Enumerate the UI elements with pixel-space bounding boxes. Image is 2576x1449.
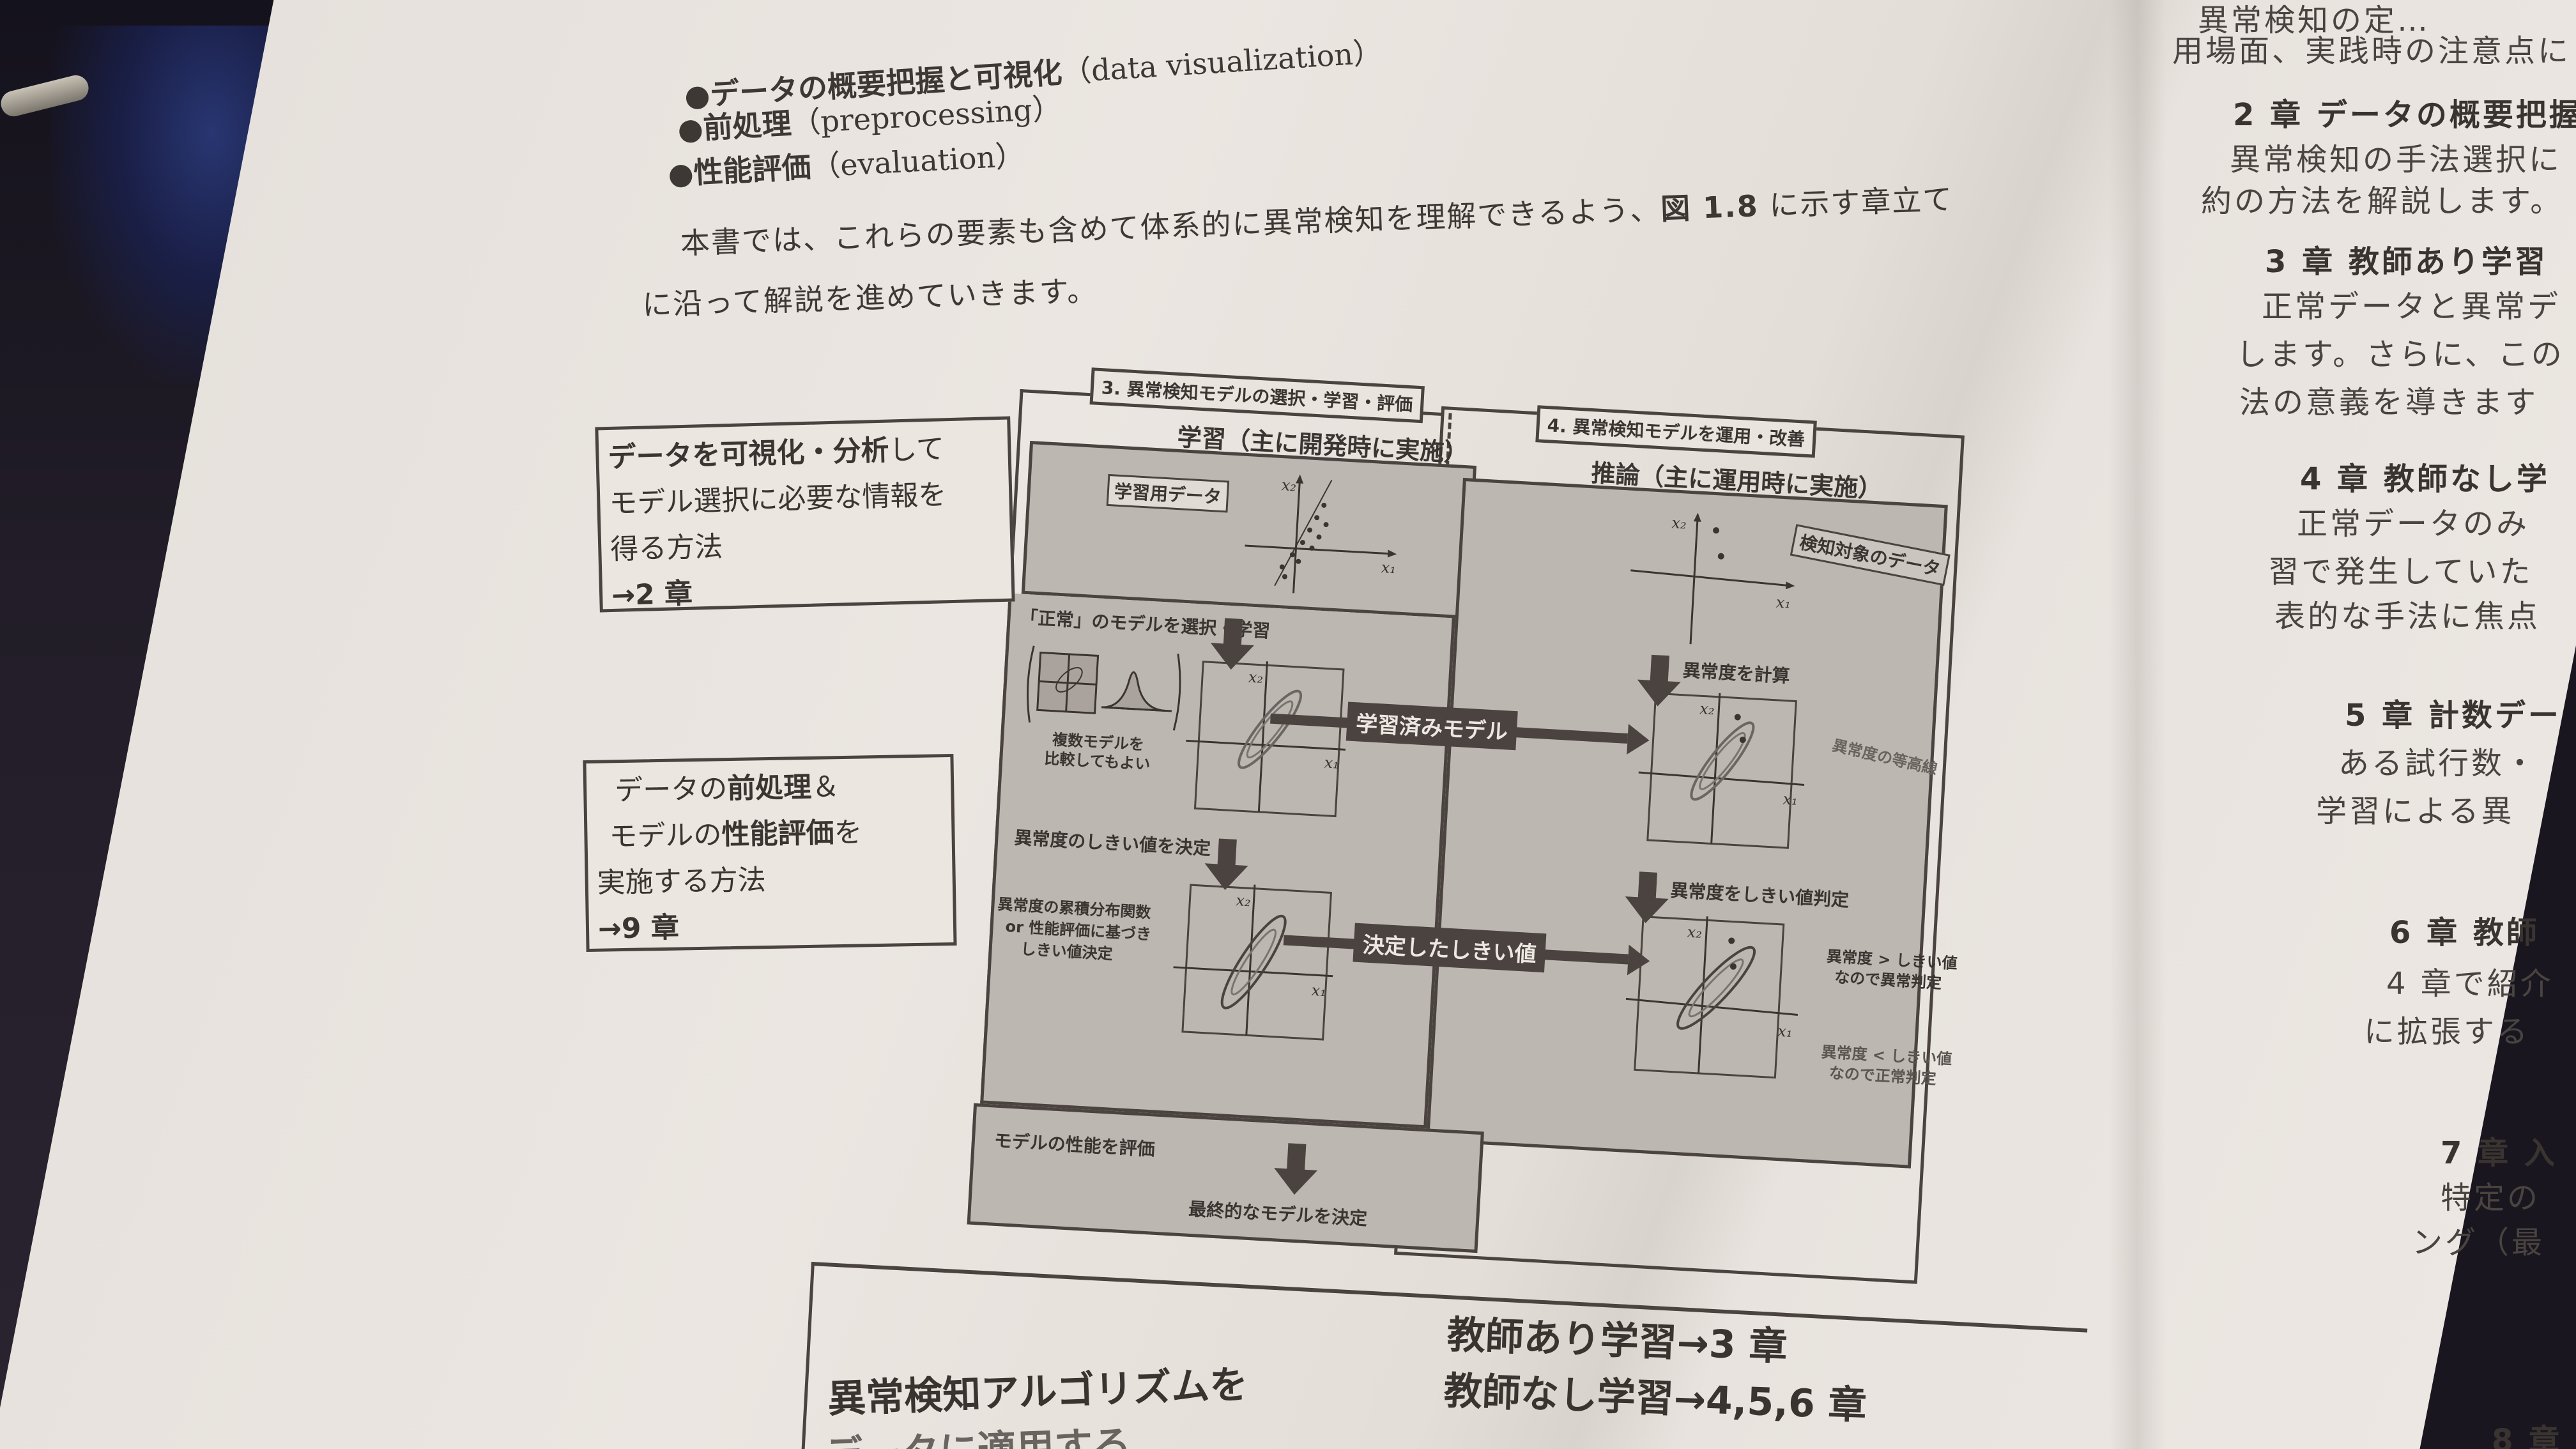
callout-bold-text: データを可視化・分析 bbox=[607, 434, 890, 475]
training-scatter-plot: x₂ x₁ bbox=[1245, 474, 1397, 594]
chapter-3-heading: 3 章 教師あり学習 bbox=[2265, 244, 2548, 280]
paragraph-text: に示す章立て bbox=[1758, 181, 1954, 224]
right-page-line: 正常データと異常デ bbox=[2262, 289, 2561, 325]
callout-text: データの bbox=[614, 772, 728, 808]
right-page-line: 正常データのみ bbox=[2297, 506, 2530, 542]
training-data-panel: 学習用データ x₂ x₁ bbox=[1021, 441, 1477, 619]
bullet-text: ●前処理 bbox=[677, 105, 793, 147]
right-page-line: 異常検知の定… bbox=[2198, 3, 2431, 38]
callout-text: して bbox=[888, 433, 945, 467]
compare-models-note: 複数モデルを 比較してもよい bbox=[1043, 730, 1151, 774]
page-gutter bbox=[2108, 0, 2166, 1449]
right-page-line: 学習による異 bbox=[2316, 793, 2515, 829]
svg-text:x₁: x₁ bbox=[1324, 754, 1340, 772]
right-page-line: 用場面、実践時の注意点に bbox=[2172, 33, 2572, 69]
inference-scatter-plot: x₂ x₁ bbox=[1630, 512, 1795, 645]
threshold-contour-plot: x₂ x₁ bbox=[1173, 884, 1333, 1041]
final-model-label: 最終的なモデルを決定 bbox=[1188, 1198, 1368, 1230]
svg-text:x₂: x₂ bbox=[1236, 891, 1252, 910]
svg-text:x₁: x₁ bbox=[1311, 981, 1327, 1000]
right-page-line: 法の意義を導きます bbox=[2239, 385, 2539, 420]
chapter-reference[interactable]: →9 章 bbox=[597, 911, 680, 946]
callout-bold-text: 性能評価 bbox=[721, 816, 834, 852]
right-page-line: 習で発生していた bbox=[2268, 554, 2533, 590]
callout-bold-text: 前処理 bbox=[726, 770, 812, 806]
anomalous-judgment-note: 異常度 > しきい値 なので異常判定 bbox=[1825, 946, 1958, 994]
right-page-line: ング（最 bbox=[2412, 1225, 2545, 1261]
training-data-label: 学習用データ bbox=[1106, 473, 1230, 513]
axis-x1-label: x₁ bbox=[1381, 558, 1397, 577]
svg-text:x₂: x₂ bbox=[1248, 668, 1264, 687]
svg-text:x₁: x₁ bbox=[1777, 1022, 1793, 1041]
right-page-line: 表的な手法に焦点 bbox=[2274, 599, 2541, 634]
callout-text: ＆ bbox=[811, 770, 840, 804]
right-page-line: 特定の bbox=[2441, 1180, 2541, 1216]
callout-text: モデルの bbox=[609, 818, 722, 854]
callout-preprocessing: データの前処理＆ モデルの性能評価を 実施する方法 →9 章 bbox=[583, 753, 957, 953]
chapter-7-heading: 7 章 入 bbox=[2441, 1135, 2557, 1171]
right-page-line: します。さらに、この bbox=[2236, 337, 2564, 372]
right-page-line: ある試行数・ bbox=[2338, 746, 2538, 781]
normal-judgment-note: 異常度 < しきい値 なので正常判定 bbox=[1820, 1042, 1952, 1090]
axis-x2-label: x₂ bbox=[1281, 476, 1297, 494]
right-page-line: 約の方法を解説します。 bbox=[2201, 183, 2564, 219]
judgment-contour-plot: x₂ x₁ bbox=[1625, 916, 1798, 1079]
down-arrow-icon bbox=[1273, 1168, 1318, 1196]
bullet-text: ●性能評価 bbox=[667, 149, 812, 192]
chapter-2-heading: 2 章 データの概要把握 bbox=[2233, 97, 2576, 133]
callout-text: を bbox=[834, 816, 862, 850]
right-page-line: 異常検知の手法選択に bbox=[2230, 142, 2563, 178]
callout-visualization: データを可視化・分析して モデル選択に必要な情報を 得る方法 →2 章 bbox=[595, 416, 1015, 613]
chapter-6-heading: 6 章 教師 bbox=[2389, 915, 2540, 951]
chapter-5-heading: 5 章 計数デー bbox=[2345, 698, 2561, 733]
chapter-4-heading: 4 章 教師なし学 bbox=[2300, 461, 2550, 497]
svg-text:x₂: x₂ bbox=[1699, 700, 1715, 718]
trained-model-contour-plot: x₂ x₁ bbox=[1186, 661, 1346, 818]
axis-x2-label: x₂ bbox=[1671, 514, 1687, 532]
right-page-line: に拡張する bbox=[2364, 1014, 2531, 1050]
evaluate-performance-label: モデルの性能を評価 bbox=[993, 1130, 1156, 1160]
callout-text: 実施する方法 bbox=[597, 864, 767, 900]
model-comparison-icons bbox=[1026, 645, 1181, 731]
right-page-line: 4 章で紹介 bbox=[2386, 966, 2554, 1002]
figure-reference[interactable]: 図 1.8 bbox=[1660, 188, 1759, 227]
chapter-8-heading: 8 章 bbox=[2492, 1423, 2563, 1449]
svg-text:x₁: x₁ bbox=[1782, 790, 1798, 809]
figure-1-8: 3. 異常検知モデルの選択・学習・評価 4. 異常検知モデルを運用・改善 学習（… bbox=[521, 339, 2144, 1383]
threshold-method-note: 異常度の累積分布関数 or 性能評価に基づき しきい値決定 bbox=[995, 893, 1153, 967]
axis-x1-label: x₁ bbox=[1775, 594, 1791, 612]
svg-text:x₂: x₂ bbox=[1687, 923, 1703, 942]
anomaly-contour-plot: x₂ x₁ bbox=[1638, 692, 1805, 849]
